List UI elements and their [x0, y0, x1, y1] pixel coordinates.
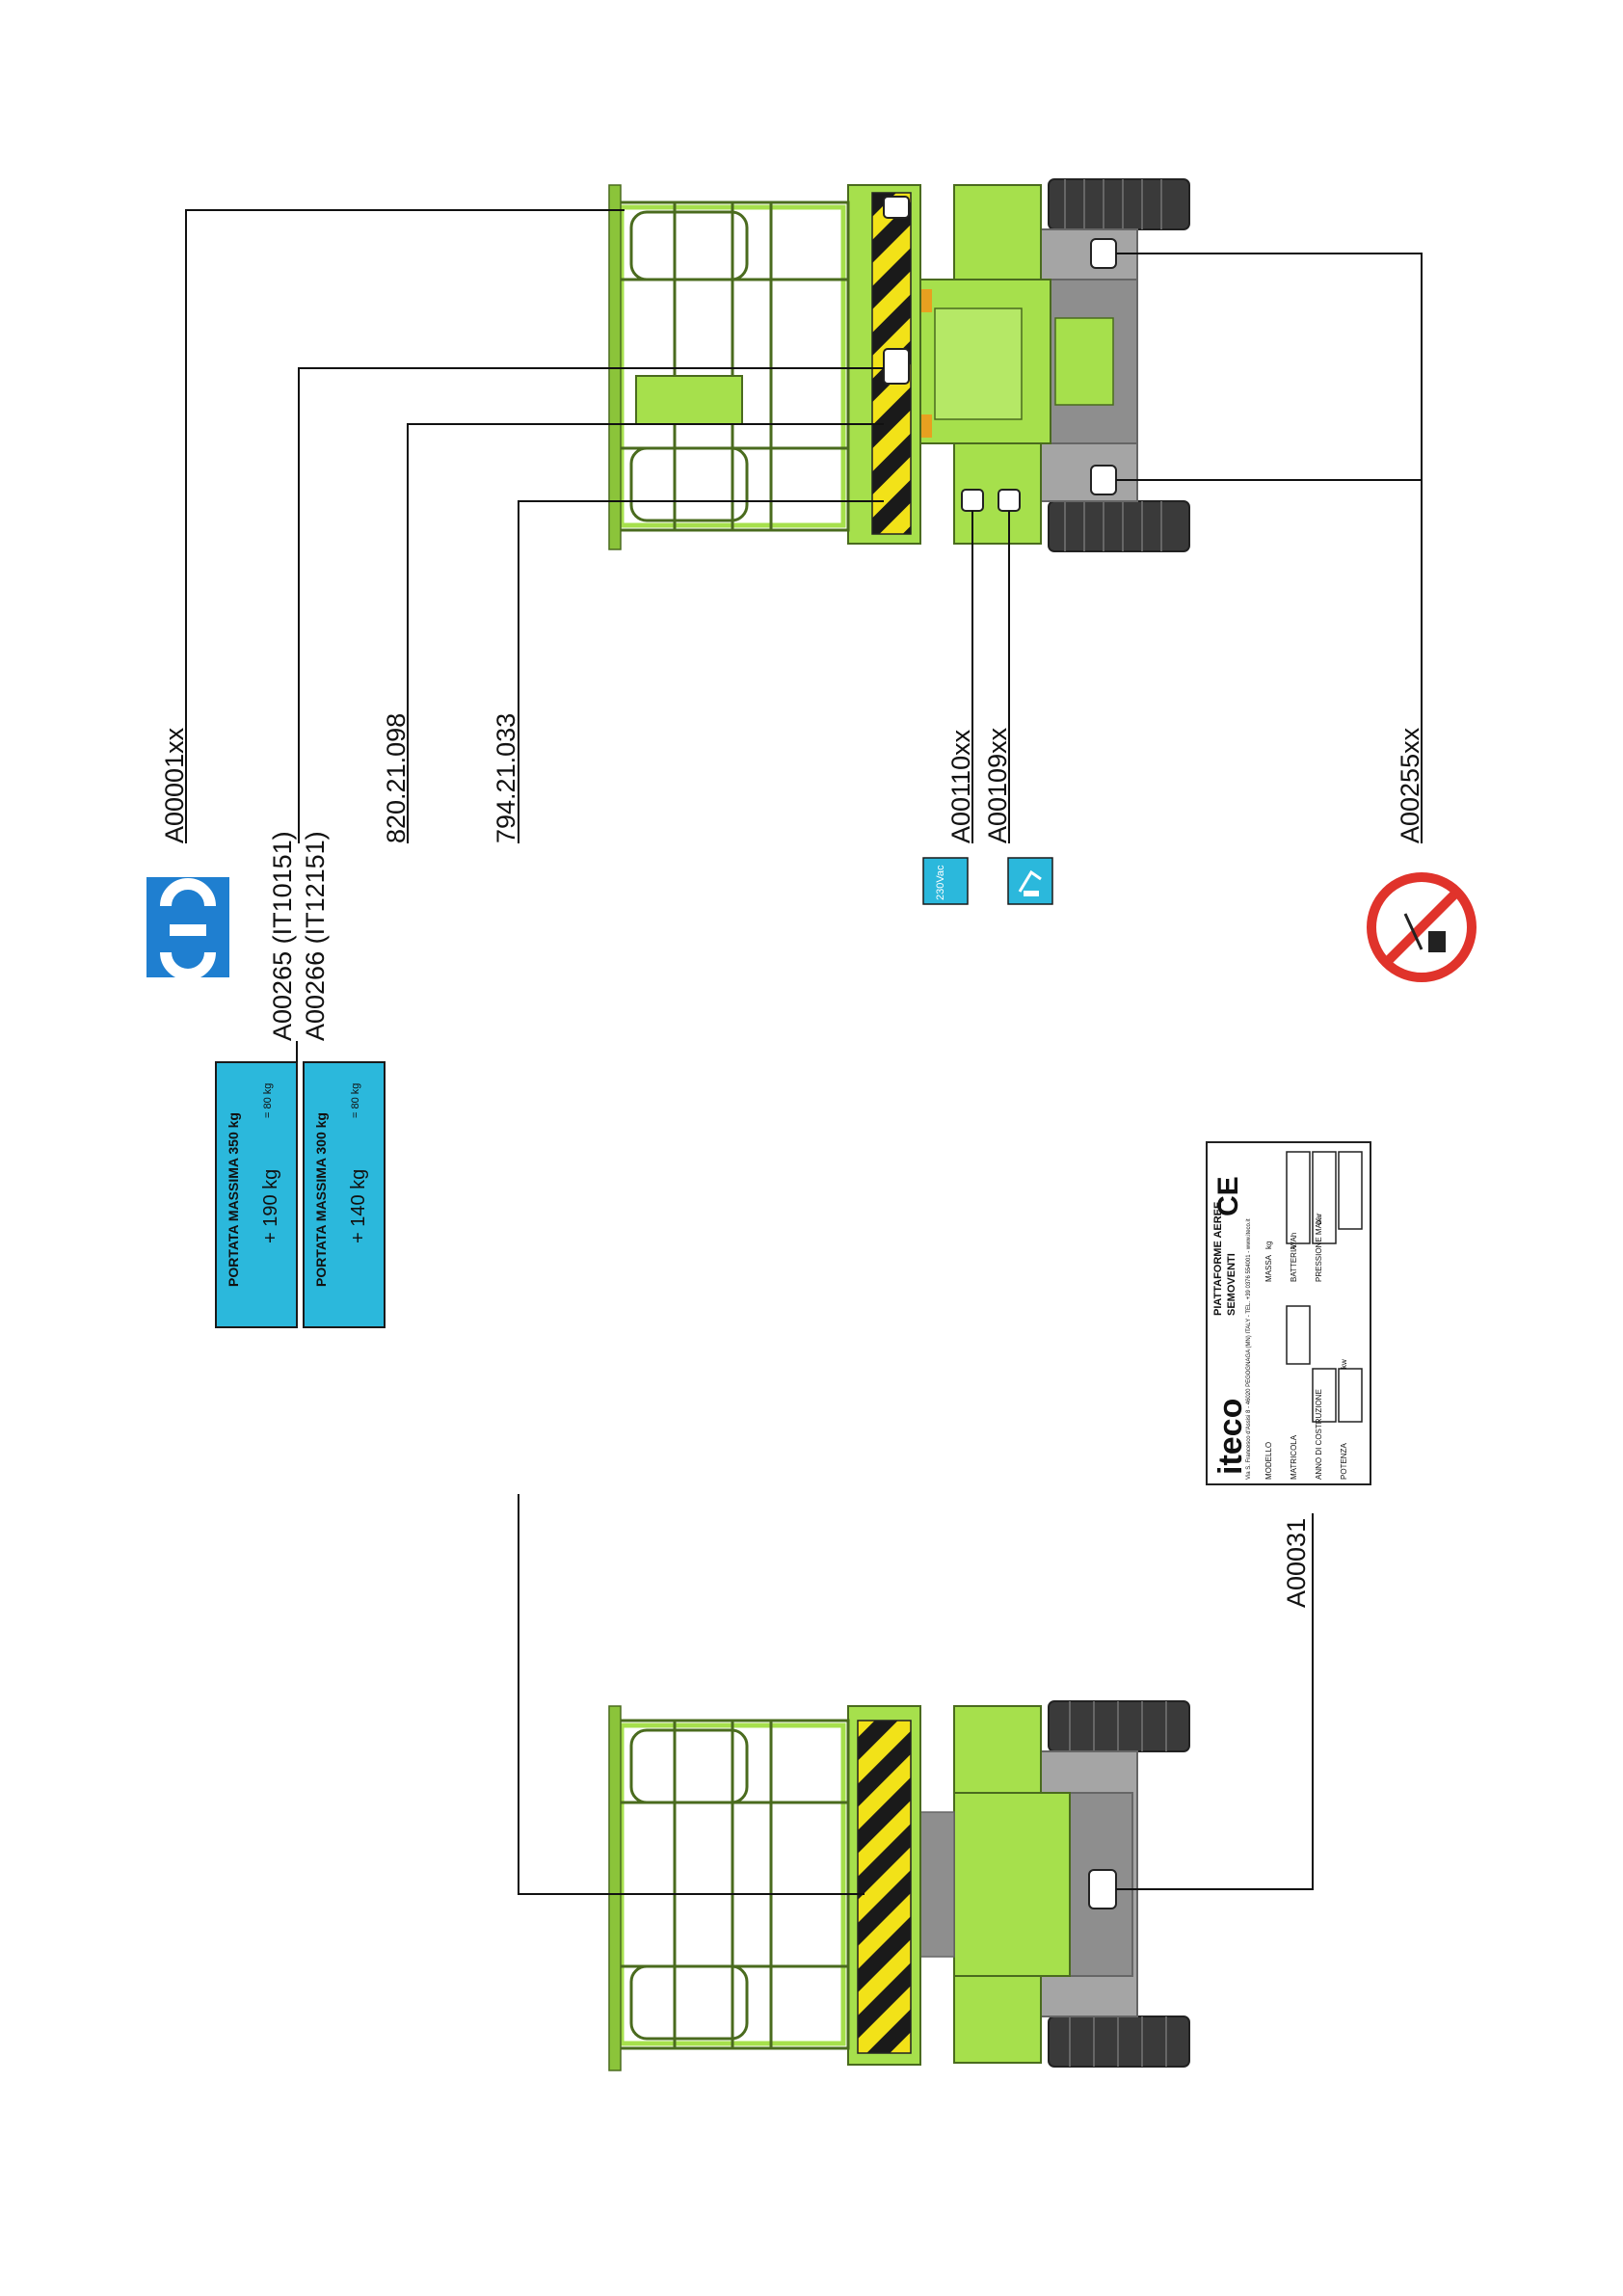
part-label-a00109: A00109xx: [983, 727, 1012, 843]
leader-lines: [185, 209, 1423, 1895]
voltage-sign-text: 230Vac: [935, 865, 946, 901]
nameplate-line2: SEMOVENTI: [1226, 1253, 1237, 1316]
small-blue-signs: [922, 857, 1053, 905]
nameplate-unit-kw: kw: [1340, 1359, 1348, 1369]
part-label-820: 820.21.098: [382, 712, 411, 843]
nameplate-brand: iteco: [1212, 1398, 1249, 1475]
nameplate-ce: CE: [1212, 1176, 1244, 1216]
load-sign-1-person: = 80 kg: [262, 1082, 274, 1118]
nameplate-field-modello: MODELLO: [1264, 1441, 1273, 1480]
nameplate-unit-bar: bar: [1315, 1213, 1323, 1224]
load-sign-1-title: PORTATA MASSIMA 350 kg: [226, 1112, 241, 1287]
nameplate-field-matricola: MATRICOLA: [1290, 1434, 1298, 1480]
nameplate: [1206, 1141, 1371, 1485]
part-label-a00255: A00255xx: [1396, 727, 1424, 843]
load-sign-1-load: + 190 kg: [260, 1168, 281, 1243]
nameplate-field-anno: ANNO DI COSTRUZIONE: [1315, 1389, 1323, 1480]
nameplate-field-pressione: PRESSIONE MAX: [1315, 1217, 1323, 1282]
part-label-a00266: A00266 (IT12151): [301, 831, 330, 1041]
part-label-a00110: A00110xx: [946, 729, 975, 843]
part-label-a00265: A00265 (IT10151): [268, 831, 297, 1041]
part-label-a00001: A00001xx: [160, 727, 189, 843]
nameplate-unit-kg: kg: [1264, 1241, 1273, 1249]
nameplate-field-massa: MASSA: [1264, 1254, 1273, 1282]
machine-top: [608, 178, 1190, 552]
load-sign-2-load: + 140 kg: [348, 1168, 369, 1243]
nameplate-unit-vah: V/Ah: [1290, 1232, 1298, 1249]
nameplate-field-potenza: POTENZA: [1340, 1443, 1348, 1480]
load-signs: [215, 1041, 386, 1328]
load-sign-2-title: PORTATA MASSIMA 300 kg: [313, 1112, 329, 1287]
nameplate-line1: PIATTAFORME AEREE: [1212, 1201, 1224, 1316]
part-label-a00031: A00031: [1282, 1517, 1311, 1608]
machine-bottom: [608, 1700, 1190, 2071]
machine-top-tyres: [1048, 178, 1190, 552]
nameplate-field-batteria: BATTERIA: [1290, 1244, 1298, 1282]
nameplate-address: Via S. Francesco d'Assisi 8 - 46020 PEGO…: [1246, 1218, 1252, 1480]
ce-mark-sign: [146, 877, 229, 980]
part-label-794: 794.21.033: [492, 712, 520, 843]
prohibition-sign: [1367, 872, 1477, 982]
load-sign-2-person: = 80 kg: [350, 1082, 361, 1118]
